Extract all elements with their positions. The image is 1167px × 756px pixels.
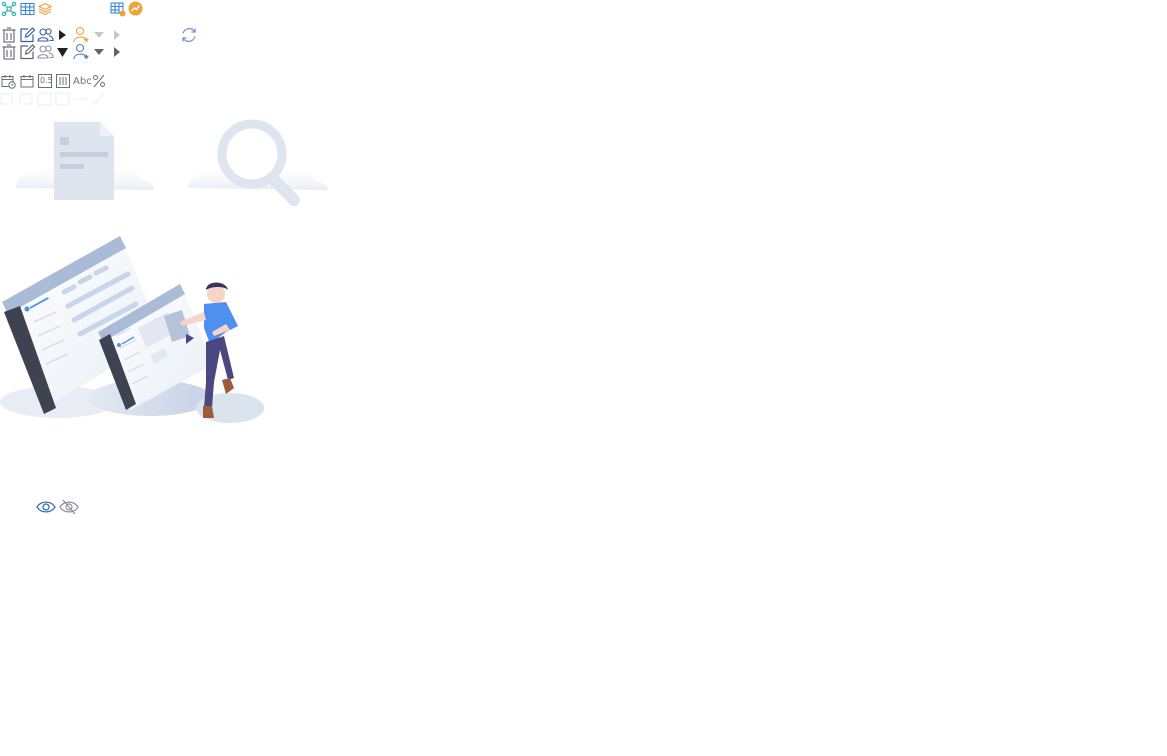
percent-icon[interactable] <box>92 74 106 88</box>
edit-icon[interactable] <box>19 44 35 60</box>
caret-down-icon[interactable] <box>94 32 104 38</box>
trash-icon[interactable] <box>1 27 17 43</box>
caret-right-icon[interactable] <box>114 47 120 57</box>
disabled-field-type-row <box>0 92 110 106</box>
empty-document-illustration <box>14 118 156 209</box>
group-icon[interactable] <box>37 27 54 43</box>
eye-icon[interactable] <box>36 499 56 515</box>
refresh-icon[interactable] <box>180 26 198 44</box>
user-star-icon[interactable] <box>73 26 90 43</box>
table-user-icon[interactable] <box>110 1 126 17</box>
network-icon[interactable] <box>1 1 17 17</box>
eye-off-icon[interactable] <box>59 499 79 515</box>
group-icon[interactable] <box>37 44 54 60</box>
decimal-icon[interactable]: 0.5 <box>38 74 53 88</box>
trend-icon[interactable] <box>128 1 143 16</box>
calendar-icon[interactable] <box>20 74 34 88</box>
caret-right-icon[interactable] <box>58 30 67 40</box>
trash-icon[interactable] <box>1 44 17 60</box>
layers-icon[interactable] <box>38 2 52 16</box>
caret-right-icon[interactable] <box>114 30 120 40</box>
caret-down-icon[interactable] <box>94 49 104 55</box>
calendar-clock-icon[interactable] <box>1 74 16 89</box>
text-type-icon[interactable]: Abc <box>73 75 93 89</box>
empty-search-illustration <box>186 118 330 213</box>
user-star-icon[interactable] <box>73 43 90 60</box>
edit-icon[interactable] <box>19 27 35 43</box>
table-icon[interactable] <box>20 2 35 16</box>
integer-icon[interactable] <box>56 74 70 88</box>
caret-down-icon[interactable] <box>57 48 68 57</box>
text-type-label: Abc <box>73 76 92 87</box>
decimal-label: 0.5 <box>40 76 53 85</box>
empty-dashboard-illustration <box>0 232 270 433</box>
